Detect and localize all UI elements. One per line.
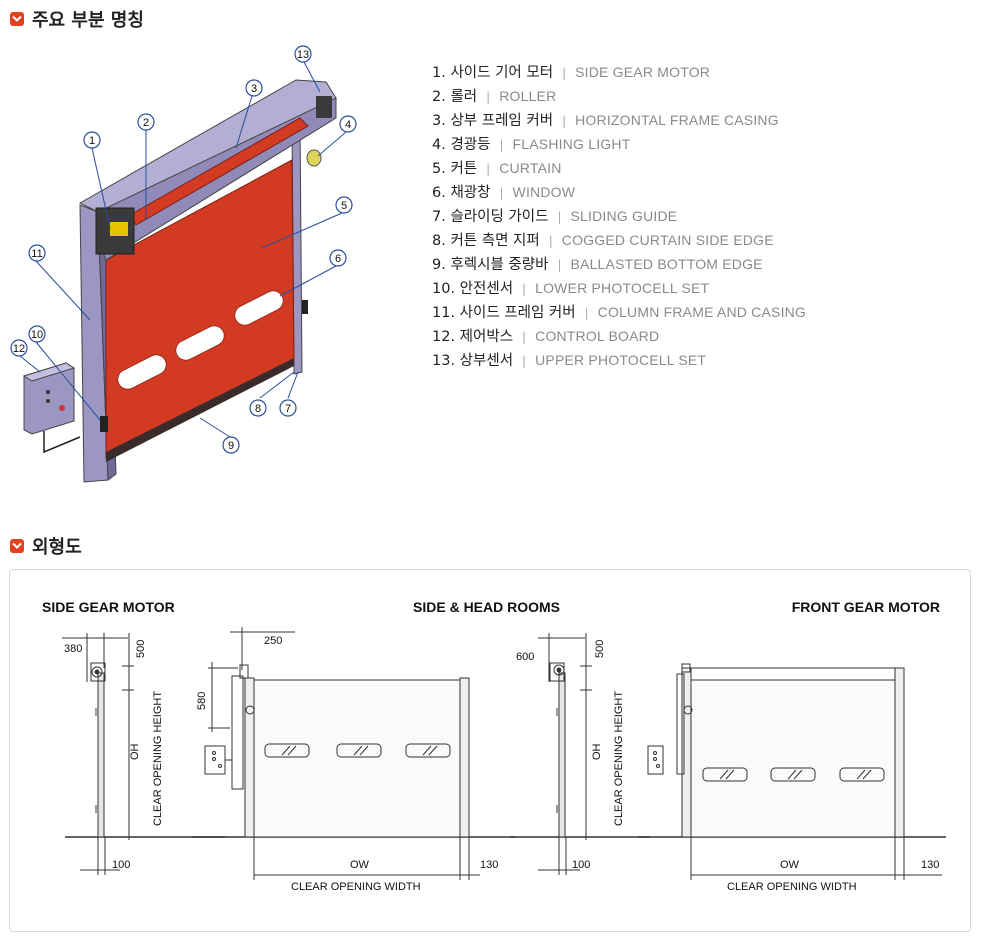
drawing-side-gear-motor [62, 633, 225, 875]
dim-ow-2: OW [780, 859, 800, 871]
list-item: 1. 사이드 기어 모터|SIDE GEAR MOTOR [432, 64, 711, 81]
callout-7: 7 [279, 399, 297, 417]
section-title-drawing: 외형도 [10, 533, 82, 559]
list-item: 4. 경광등|FLASHING LIGHT [432, 136, 631, 153]
callout-10: 10 [28, 325, 46, 343]
callout-13: 13 [294, 45, 312, 63]
parts-title: 주요 부분 명칭 [32, 10, 144, 31]
svg-text:11: 11 [31, 248, 42, 260]
callout-11: 11 [28, 244, 46, 262]
list-item: 3. 상부 프레임 커버|HORIZONTAL FRAME CASING [432, 112, 779, 129]
list-item: 13. 상부센서|UPPER PHOTOCELL SET [432, 352, 707, 369]
callout-4: 4 [339, 115, 357, 133]
svg-text:1: 1 [89, 135, 95, 147]
bottom-edge [106, 358, 294, 462]
outline-drawings: SIDE GEAR MOTOR SIDE & HEAD ROOMS FRONT … [42, 599, 946, 893]
callout-6: 6 [329, 249, 347, 267]
dim-500: 500 [135, 640, 147, 658]
dim-clear-opening-width-1: CLEAR OPENING WIDTH [291, 881, 421, 893]
drawing-title: 외형도 [32, 537, 82, 558]
drawing-front-gear-motor [638, 663, 946, 880]
dim-600: 600 [516, 651, 534, 663]
list-item: 6. 채광창|WINDOW [432, 184, 576, 201]
list-item: 11. 사이드 프레임 커버|COLUMN FRAME AND CASING [432, 304, 807, 321]
dim-100: 100 [112, 859, 130, 871]
chevron-down-icon [10, 539, 24, 553]
callout-3: 3 [245, 79, 263, 97]
list-item: 2. 롤러|ROLLER [432, 88, 557, 105]
parts-list: 1. 사이드 기어 모터|SIDE GEAR MOTOR 2. 롤러|ROLLE… [432, 60, 806, 372]
dim-clear-opening-width-2: CLEAR OPENING WIDTH [727, 881, 857, 893]
svg-text:13: 13 [297, 49, 309, 61]
dim-500-2: 500 [594, 640, 606, 658]
svg-text:3: 3 [251, 83, 257, 95]
curtain-windows [117, 290, 284, 390]
callout-9: 9 [222, 436, 240, 454]
callout-5: 5 [335, 196, 353, 214]
svg-text:5: 5 [341, 200, 347, 212]
dim-380: 380 [64, 643, 82, 655]
dim-clear-opening-height-2: CLEAR OPENING HEIGHT [613, 691, 625, 826]
list-item: 5. 커튼|CURTAIN [432, 160, 562, 177]
dim-100-2: 100 [572, 859, 590, 871]
svg-text:2: 2 [143, 117, 149, 129]
svg-text:6: 6 [335, 253, 341, 265]
list-item: 10. 안전센서|LOWER PHOTOCELL SET [432, 280, 710, 297]
drawing-title-front-gear-motor: FRONT GEAR MOTOR [792, 599, 940, 615]
svg-text:8: 8 [255, 403, 261, 415]
drawing-title-side-head-rooms: SIDE & HEAD ROOMS [413, 599, 560, 615]
control-cable [43, 431, 81, 454]
list-item: 8. 커튼 측면 지퍼|COGGED CURTAIN SIDE EDGE [432, 232, 774, 249]
svg-text:9: 9 [228, 440, 234, 452]
callout-1: 1 [83, 131, 101, 149]
list-item: 7. 슬라이딩 가이드|SLIDING GUIDE [432, 208, 678, 225]
door-illustration: 1 2 3 4 5 6 7 8 9 10 11 12 13 [10, 45, 357, 483]
dim-oh: OH [129, 743, 141, 760]
list-item: 9. 후렉시블 중량바|BALLASTED BOTTOM EDGE [432, 256, 763, 273]
svg-text:12: 12 [13, 343, 25, 355]
dim-250: 250 [264, 635, 282, 647]
callout-12: 12 [10, 339, 28, 357]
drawing-title-side-gear-motor: SIDE GEAR MOTOR [42, 599, 175, 615]
flashing-light [306, 149, 322, 167]
svg-text:7: 7 [285, 403, 291, 415]
callouts: 1 2 3 4 5 6 7 8 9 10 11 12 13 [10, 45, 357, 454]
drawing-side-head-rooms [192, 627, 515, 880]
section-title-parts: 주요 부분 명칭 [10, 6, 144, 32]
drawing-panel: SIDE GEAR MOTOR SIDE & HEAD ROOMS FRONT … [9, 569, 971, 932]
drawing-front-side-view [510, 633, 650, 875]
dim-130-1: 130 [480, 859, 498, 871]
svg-text:10: 10 [31, 329, 43, 341]
svg-text:4: 4 [345, 119, 351, 131]
dim-ow-1: OW [350, 859, 370, 871]
dim-580: 580 [196, 692, 208, 710]
chevron-down-icon [10, 12, 24, 26]
list-item: 12. 제어박스|CONTROL BOARD [432, 328, 660, 345]
dim-clear-opening-height: CLEAR OPENING HEIGHT [152, 691, 164, 826]
dim-130-2: 130 [921, 859, 939, 871]
dim-oh-2: OH [591, 743, 603, 760]
callout-2: 2 [137, 113, 155, 131]
callout-8: 8 [249, 399, 267, 417]
